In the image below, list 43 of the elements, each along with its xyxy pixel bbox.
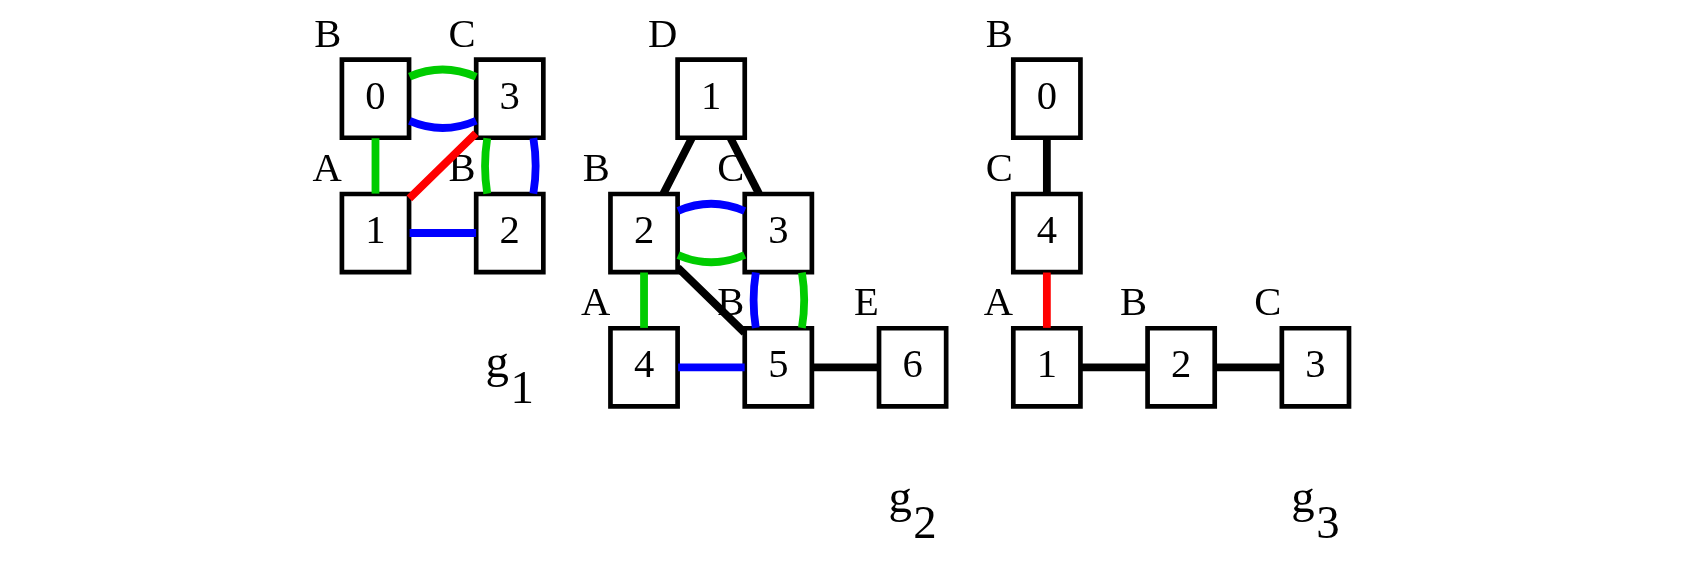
node-box: 2 xyxy=(607,191,680,275)
connector xyxy=(659,136,695,196)
node-label: B xyxy=(582,145,610,191)
connector xyxy=(406,130,479,202)
connector xyxy=(749,271,760,329)
node-label: D xyxy=(647,10,677,56)
connector xyxy=(1042,138,1051,194)
node-box: 1 xyxy=(339,191,411,275)
node-label: C xyxy=(1253,279,1281,325)
node-box: 3 xyxy=(741,191,814,275)
connector xyxy=(726,136,762,196)
connector xyxy=(811,363,879,372)
node-box: 1 xyxy=(674,57,747,141)
node-box: 4 xyxy=(607,325,680,409)
node-box: 5 xyxy=(741,325,814,409)
node-label: A xyxy=(311,145,342,191)
node-box: 2 xyxy=(473,191,546,275)
node-label: B xyxy=(985,10,1013,56)
connector xyxy=(480,137,491,195)
connector xyxy=(529,137,539,195)
connector xyxy=(1080,363,1147,372)
connector xyxy=(674,264,747,336)
node-label: B xyxy=(313,10,341,56)
connector xyxy=(676,251,746,267)
node-label: C xyxy=(985,145,1013,191)
node-box: 0 xyxy=(1010,57,1083,141)
node-box: 1 xyxy=(1010,325,1083,409)
connector xyxy=(1214,363,1282,372)
node-label: C xyxy=(448,10,476,56)
node-label: E xyxy=(853,279,879,325)
node-box: 4 xyxy=(1010,191,1083,275)
node-label: B xyxy=(1119,279,1147,325)
node-label: A xyxy=(983,279,1013,325)
connector xyxy=(797,271,808,329)
connector xyxy=(407,65,478,81)
node-box: 0 xyxy=(339,57,411,141)
node-label: A xyxy=(580,279,610,325)
connector xyxy=(676,199,746,215)
node-box: 6 xyxy=(876,325,948,409)
node-box: 2 xyxy=(1144,325,1217,409)
node-box: 3 xyxy=(1279,325,1351,409)
node-box: 3 xyxy=(473,57,546,141)
connector xyxy=(407,117,478,132)
